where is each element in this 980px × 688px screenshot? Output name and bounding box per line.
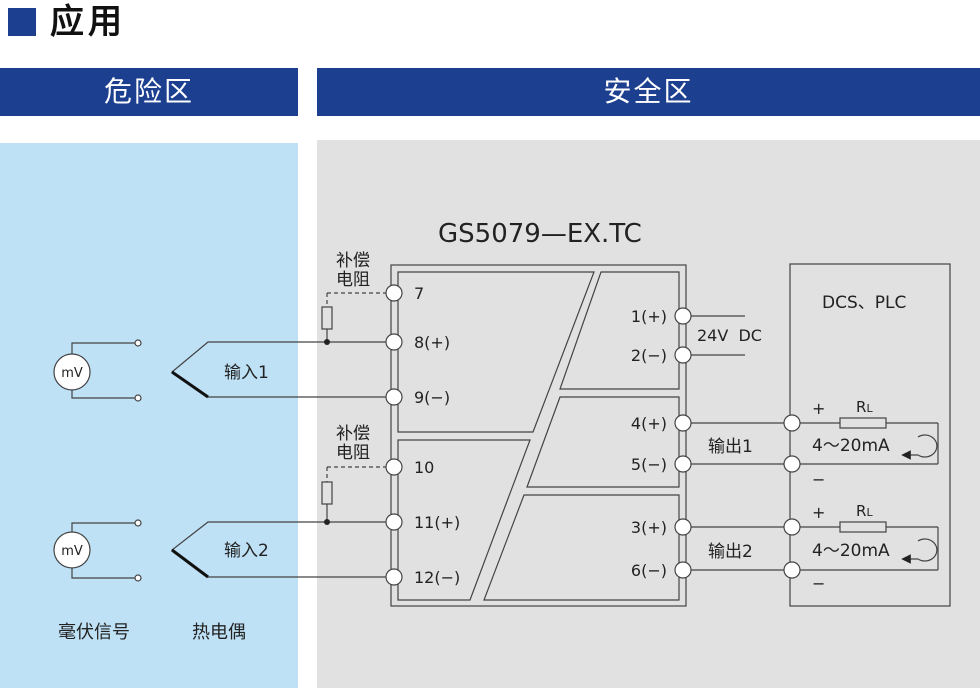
terminal-10-label: 10 [414,458,434,477]
hazard-zone-area [0,143,298,688]
terminal-2-label: 2(−) [631,346,667,365]
input-compartment-2 [397,439,531,601]
load-terminal-1-minus [783,455,801,473]
load-terminal-1-plus [783,414,801,432]
load-2-minus: − [812,574,825,593]
terminal-12 [385,568,403,586]
dcs-plc-box [789,263,951,607]
input-2-label: 输入2 [224,541,269,561]
mv-meter-2-label: mV [61,544,83,559]
comp-label-1-line2: 电阻 [336,270,370,290]
output-compartment-power [559,271,680,390]
load-1-plus: + [812,399,825,418]
output-2-label: 输出2 [708,542,753,562]
terminal-3 [674,518,692,536]
load-2-plus: + [812,503,825,522]
terminal-9 [385,388,403,406]
terminal-5 [674,455,692,473]
terminal-4-label: 4(+) [631,414,667,433]
terminal-1-label: 1(+) [631,307,667,326]
load-resistor-1 [839,417,887,429]
terminal-2 [674,346,692,364]
terminal-1 [674,307,692,325]
output-compartment-2 [483,494,680,601]
terminal-6-label: 6(−) [631,561,667,580]
title-bullet-icon [8,8,36,36]
load-terminal-2-plus [783,518,801,536]
terminal-9-label: 9(−) [414,388,450,407]
terminal-6 [674,561,692,579]
terminal-11-label: 11(+) [414,513,460,532]
output-compartment-1 [526,396,680,488]
device-model: GS5079—EX.TC [438,219,642,249]
mv-meter-1-label: mV [61,366,83,381]
safe-zone-area [317,140,980,688]
terminal-10 [385,458,403,476]
input-compartment-1 [397,271,595,433]
terminal-7-label: 7 [414,284,424,303]
load-resistor-2-label: RL [856,502,873,520]
terminal-4 [674,414,692,432]
page-title: 应用 [50,2,126,42]
terminal-3-label: 3(+) [631,518,667,537]
thermocouple-label: 热电偶 [192,622,246,643]
load-1-current: 4～20mA [812,436,890,456]
terminal-5-label: 5(−) [631,455,667,474]
power-label: 24V DC [697,326,762,345]
load-terminal-2-minus [783,561,801,579]
millivolt-signal-label: 毫伏信号 [58,622,130,643]
comp-label-1-line1: 补偿 [336,251,370,271]
terminal-8-label: 8(+) [414,333,450,352]
terminal-11 [385,513,403,531]
hazard-zone-header: 危险区 [0,68,298,116]
load-resistor-1-label: RL [856,398,873,416]
load-1-minus: − [812,470,825,489]
terminal-7 [385,284,403,302]
comp-resistor-2 [321,481,333,505]
comp-label-2-line2: 电阻 [336,443,370,463]
safe-zone-header: 安全区 [317,68,980,116]
isolator-box [390,264,687,607]
load-2-current: 4～20mA [812,541,890,561]
terminal-12-label: 12(−) [414,568,460,587]
comp-label-2-line1: 补偿 [336,424,370,444]
load-title: DCS、PLC [822,293,906,313]
terminal-8 [385,333,403,351]
output-1-label: 输出1 [708,437,753,457]
input-1-label: 输入1 [224,363,269,383]
comp-resistor-1 [321,306,333,330]
load-resistor-2 [839,521,887,533]
